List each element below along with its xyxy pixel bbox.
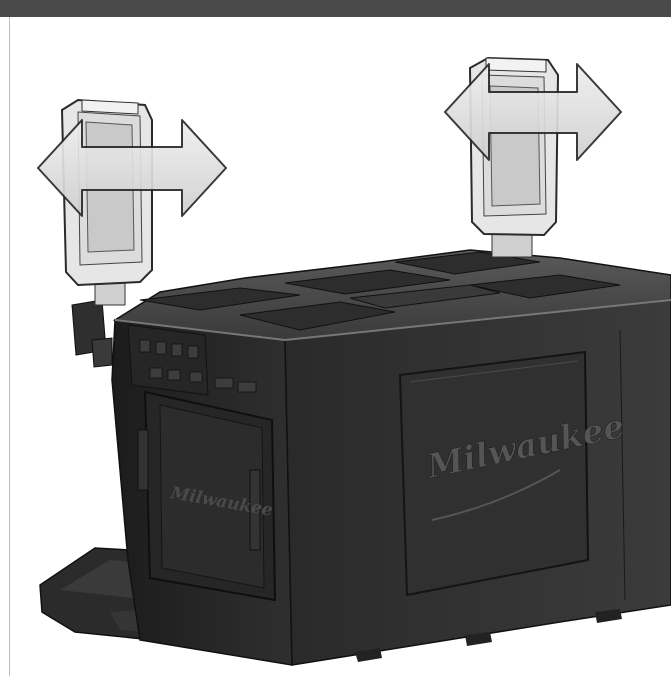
speaker-body [71,249,671,666]
logo-lightning-icon [431,469,561,521]
header-bar [0,0,671,17]
double-arrow-icon [37,119,227,217]
left-border-line [9,17,10,676]
double-arrow-icon [444,63,622,161]
